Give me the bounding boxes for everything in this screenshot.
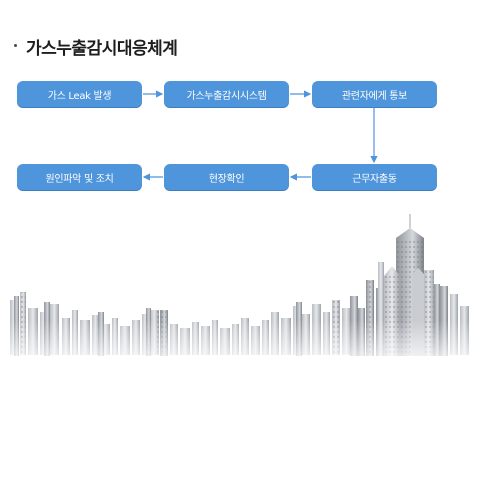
step-staff-dispatch: 근무자출동 — [312, 164, 437, 190]
title-bullet-icon — [14, 44, 17, 47]
page-title: 가스누출감시대응체계 — [26, 39, 178, 59]
step-cause-action: 원인파악 및 조치 — [17, 164, 142, 190]
city-skyline-illustration — [0, 214, 480, 370]
step-gas-leak: 가스 Leak 발생 — [17, 81, 142, 107]
step-site-check: 현장확인 — [164, 164, 289, 190]
step-notify-staff: 관련자에게 통보 — [312, 81, 437, 107]
step-monitoring-system: 가스누출감시시스템 — [164, 81, 289, 107]
flow-arrows — [142, 90, 378, 181]
